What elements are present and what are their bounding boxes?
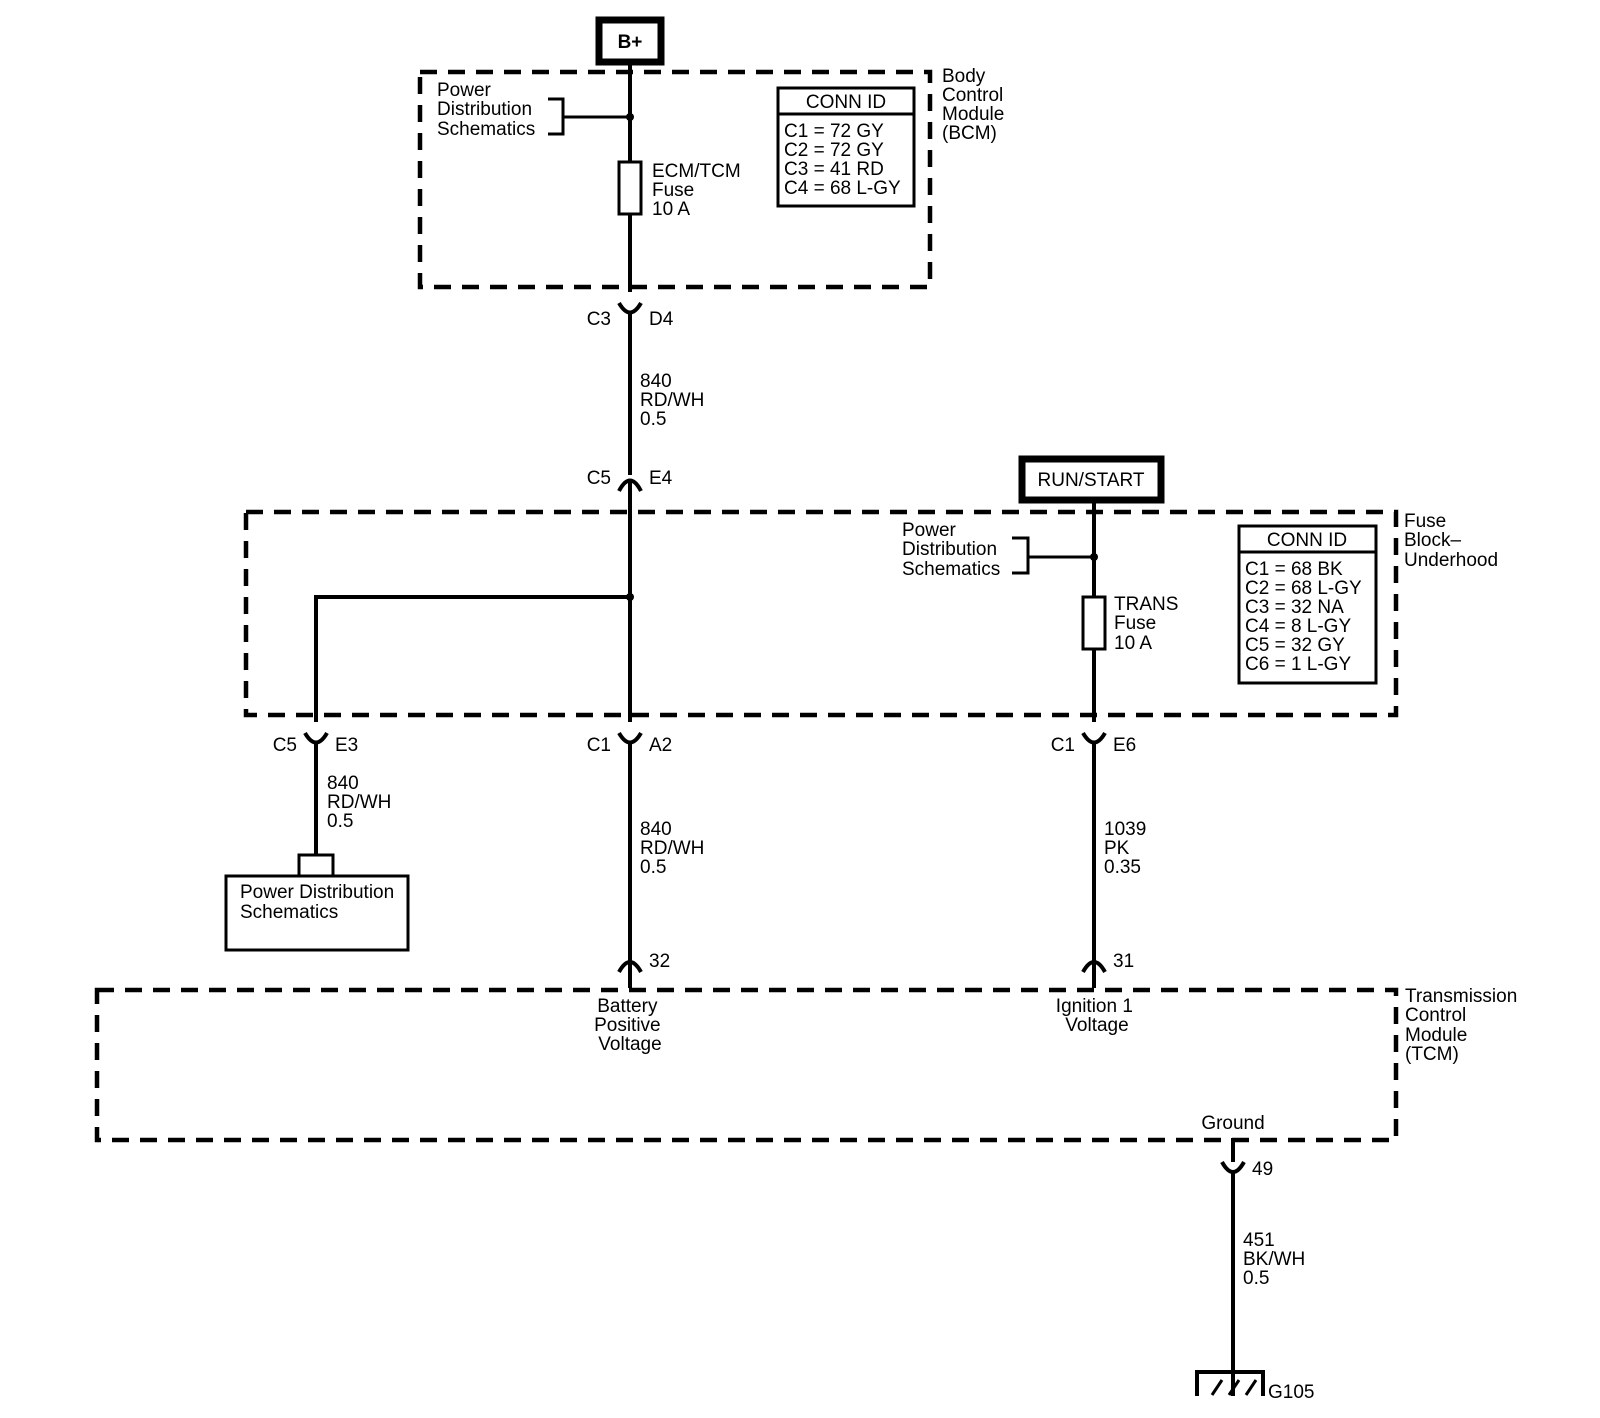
fuse-block-outline bbox=[243, 509, 1399, 718]
wire-a2-label: 840 RD/WH 0.5 bbox=[640, 819, 710, 878]
tcm-module-name: Transmission Control Module (TCM) bbox=[1405, 986, 1523, 1065]
wire-ground-label: 451 BK/WH 0.5 bbox=[1243, 1230, 1311, 1289]
tcm-ground-label: Ground bbox=[1201, 1113, 1264, 1134]
bcm-conn-id-table: CONN ID C1 = 72 GY C2 = 72 GY C3 = 41 RD… bbox=[776, 86, 916, 208]
battery-source: B+ bbox=[595, 16, 665, 66]
run-start-source-label: RUN/START bbox=[1038, 470, 1145, 491]
trans-fuse-label: TRANS Fuse 10 A bbox=[1114, 594, 1184, 654]
bcm-module-outline bbox=[417, 69, 933, 290]
fuse-block-battery-splice-dot bbox=[626, 593, 634, 601]
tcm-pin-31-label: 31 bbox=[1113, 951, 1134, 972]
connector-c3-label: C3 bbox=[587, 309, 611, 330]
connector-c3-d4 bbox=[617, 301, 643, 475]
connector-c1-e6 bbox=[1081, 731, 1107, 962]
ecm-tcm-fuse bbox=[617, 160, 643, 216]
connector-c5-e3-pin-label: E3 bbox=[335, 735, 358, 756]
connector-c5-label: C5 bbox=[587, 468, 611, 489]
connector-c5-e4 bbox=[617, 478, 643, 722]
fuse-block-name: Fuse Block– Underhood bbox=[1404, 511, 1498, 571]
fuse-block-ignition-splice-dot bbox=[1090, 553, 1098, 561]
tcm-pin-31-function: Ignition 1 Voltage bbox=[1056, 996, 1138, 1036]
bcm-splice-dot bbox=[626, 113, 634, 121]
bcm-module-name: Body Control Module (BCM) bbox=[942, 66, 1010, 144]
wire-e3-label: 840 RD/WH 0.5 bbox=[327, 773, 397, 832]
connector-c1-e6-conn-label: C1 bbox=[1051, 735, 1075, 756]
fuse-block-conn-id-table: CONN ID C1 = 68 BK C2 = 68 L-GY C3 = 32 … bbox=[1237, 524, 1378, 685]
connector-c1-a2-pin-label: A2 bbox=[649, 735, 672, 756]
tcm-pin-32-function: Battery Positive Voltage bbox=[594, 996, 666, 1055]
trans-fuse bbox=[1081, 595, 1107, 651]
run-start-source: RUN/START bbox=[1018, 455, 1165, 504]
tcm-pin-49 bbox=[1220, 1138, 1246, 1396]
wire-e6-label: 1039 PK 0.35 bbox=[1104, 819, 1152, 878]
fuse-block-power-distribution-ref[interactable]: Power Distribution Schematics bbox=[902, 520, 1094, 580]
bcm-power-distribution-ref[interactable]: Power Distribution Schematics bbox=[437, 80, 630, 140]
power-distribution-box-connector bbox=[297, 853, 335, 875]
ground-id-label: G105 bbox=[1268, 1382, 1314, 1403]
connector-c1-e6-pin-label: E6 bbox=[1113, 735, 1136, 756]
connector-c5-e3 bbox=[303, 731, 329, 855]
ecm-tcm-fuse-label: ECM/TCM Fuse 10 A bbox=[652, 161, 746, 220]
connector-c5-e3-conn-label: C5 bbox=[273, 735, 297, 756]
connector-e4-label: E4 bbox=[649, 468, 673, 489]
power-distribution-box[interactable]: Power Distribution Schematics bbox=[224, 874, 410, 952]
bcm-conn-id-rows: C1 = 72 GY C2 = 72 GY C3 = 41 RD C4 = 68… bbox=[784, 121, 901, 199]
fuse-block-battery-branch bbox=[314, 595, 630, 722]
fuse-block-power-distribution-label: Power Distribution Schematics bbox=[902, 520, 1002, 580]
tcm-pin-49-label: 49 bbox=[1252, 1159, 1273, 1180]
tcm-pin-32 bbox=[617, 960, 643, 988]
fuse-block-conn-id-title: CONN ID bbox=[1267, 530, 1347, 551]
tcm-pin-31 bbox=[1081, 960, 1107, 988]
connector-c1-a2 bbox=[617, 731, 643, 962]
bcm-power-distribution-label: Power Distribution Schematics bbox=[437, 80, 537, 140]
fuse-block-conn-id-rows: C1 = 68 BK C2 = 68 L-GY C3 = 32 NA C4 = … bbox=[1245, 559, 1367, 675]
connector-d4-label: D4 bbox=[649, 309, 674, 330]
battery-source-label: B+ bbox=[618, 32, 643, 53]
tcm-module-outline bbox=[94, 987, 1399, 1143]
power-distribution-box-label: Power Distribution Schematics bbox=[240, 882, 399, 923]
wire-bcm-to-fuseblock-label: 840 RD/WH 0.5 bbox=[640, 371, 710, 430]
connector-c1-a2-conn-label: C1 bbox=[587, 735, 611, 756]
chassis-ground-symbol bbox=[1195, 1370, 1265, 1396]
bcm-conn-id-title: CONN ID bbox=[806, 92, 886, 113]
tcm-pin-32-label: 32 bbox=[649, 951, 670, 972]
